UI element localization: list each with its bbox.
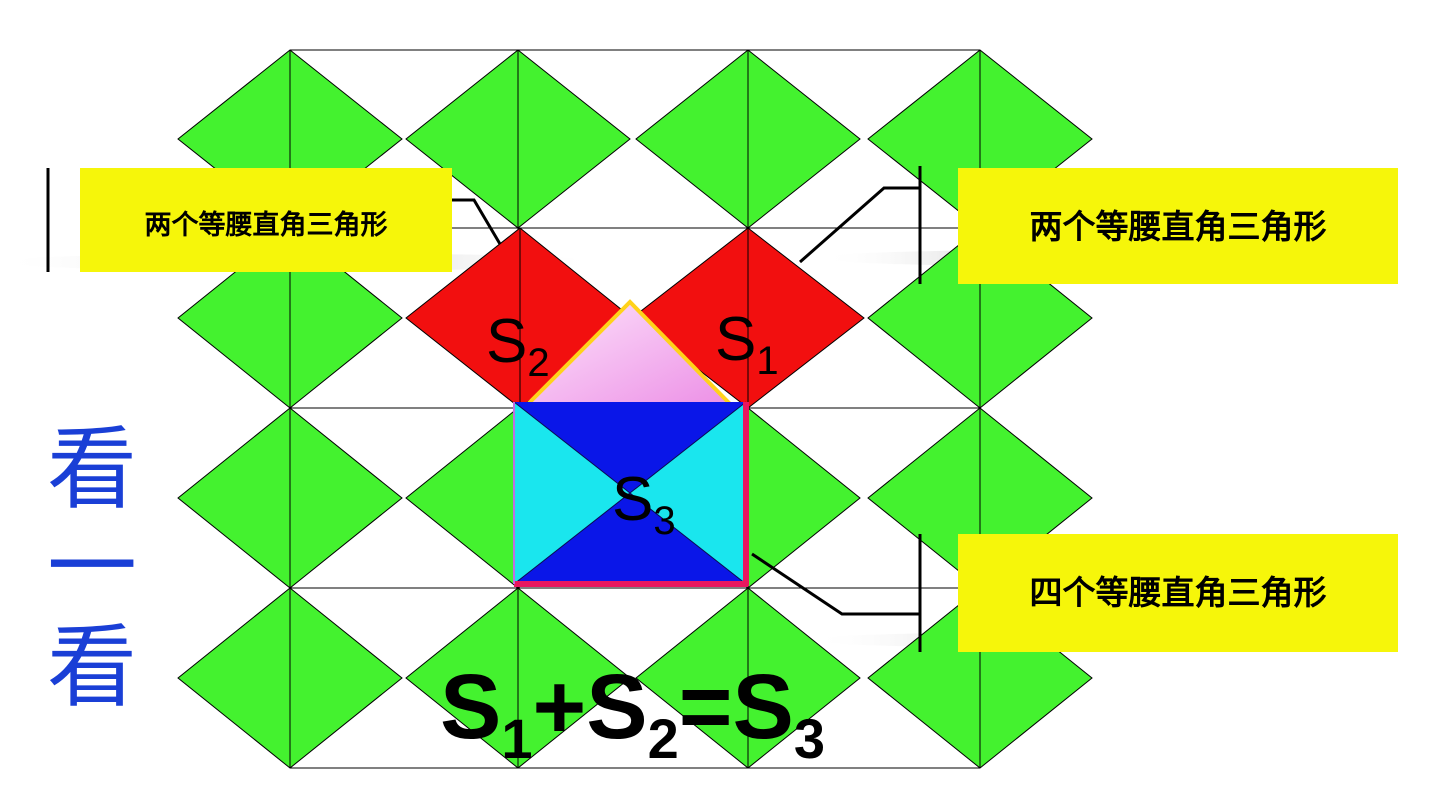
square-s3-top-triangle [514,402,746,493]
connector-top-right [799,186,920,264]
callout-connectors [46,166,922,652]
callout-bottom-right: 四个等腰直角三角形 [958,534,1398,652]
formula: S1+S2=S3 [440,656,825,770]
label-s3: S3 [612,465,676,543]
side-title: 看 一 看 [47,417,137,720]
side-title-char-3: 看 [47,615,137,720]
callout-top-left-text: 两个等腰直角三角形 [145,209,388,241]
connector-bottom-right [751,552,920,616]
side-title-char-2: 一 [47,515,137,620]
callout-bottom-right-text: 四个等腰直角三角形 [1030,573,1327,612]
callout-top-left: 两个等腰直角三角形 [80,168,452,272]
label-s2: S2 [486,307,550,385]
square-s3-bottom-triangle [514,493,746,584]
side-title-char-1: 看 [47,417,137,522]
square-s3 [513,401,749,587]
callout-top-right-text: 两个等腰直角三角形 [1030,207,1327,246]
callout-top-right: 两个等腰直角三角形 [958,168,1398,284]
label-s1: S1 [715,305,779,383]
